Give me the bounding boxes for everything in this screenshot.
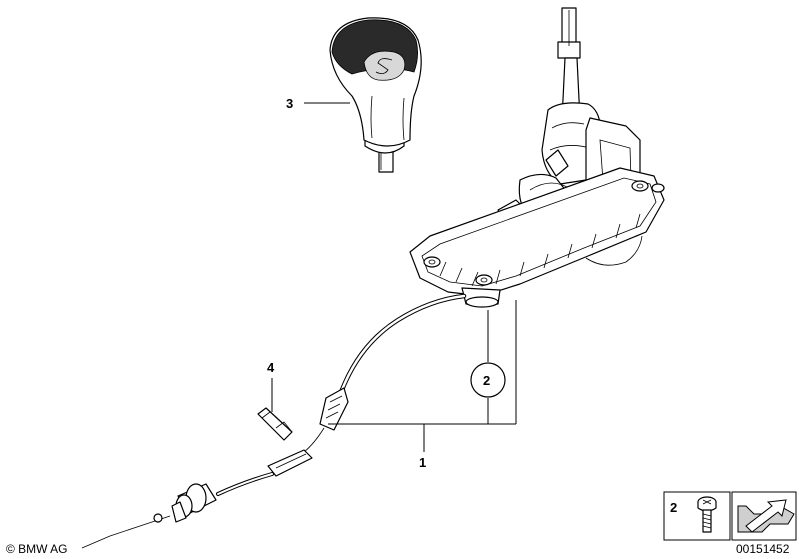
leader-lines bbox=[271, 102, 517, 452]
callout-cable: 1 bbox=[419, 455, 426, 470]
callout-clip: 4 bbox=[267, 360, 275, 375]
gear-knob bbox=[329, 17, 422, 173]
selector-cable bbox=[81, 293, 467, 549]
screw-icon bbox=[697, 496, 717, 533]
legend-screw-box: 2 bbox=[663, 491, 731, 541]
doc-number: 00151452 bbox=[736, 542, 790, 556]
callout-screw: 2 bbox=[483, 373, 490, 388]
copyright-text: © BMW AG bbox=[6, 542, 68, 556]
clip bbox=[257, 407, 293, 441]
legend-screw-number: 2 bbox=[670, 500, 677, 515]
shifter-assembly bbox=[409, 7, 665, 308]
callout-knob: 3 bbox=[286, 96, 293, 111]
callout-circle-2 bbox=[470, 362, 506, 398]
arrow-icon bbox=[737, 499, 795, 533]
legend-arrow-box bbox=[731, 491, 797, 541]
